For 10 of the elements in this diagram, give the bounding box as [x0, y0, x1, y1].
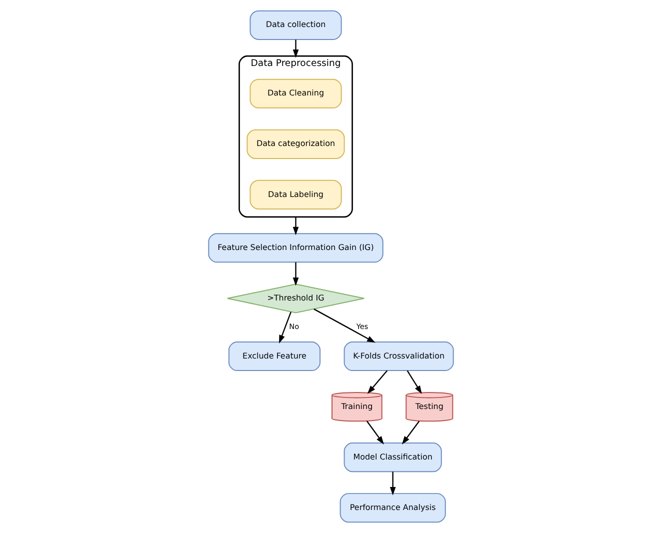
arrow [406, 370, 422, 394]
arrow [292, 40, 299, 58]
arrow [292, 262, 299, 286]
arrow [292, 216, 299, 236]
arrow [366, 420, 384, 444]
arrow [390, 472, 396, 496]
arrow [367, 370, 388, 394]
arrow [402, 420, 420, 444]
arrow [314, 308, 376, 343]
arrow [279, 312, 292, 344]
